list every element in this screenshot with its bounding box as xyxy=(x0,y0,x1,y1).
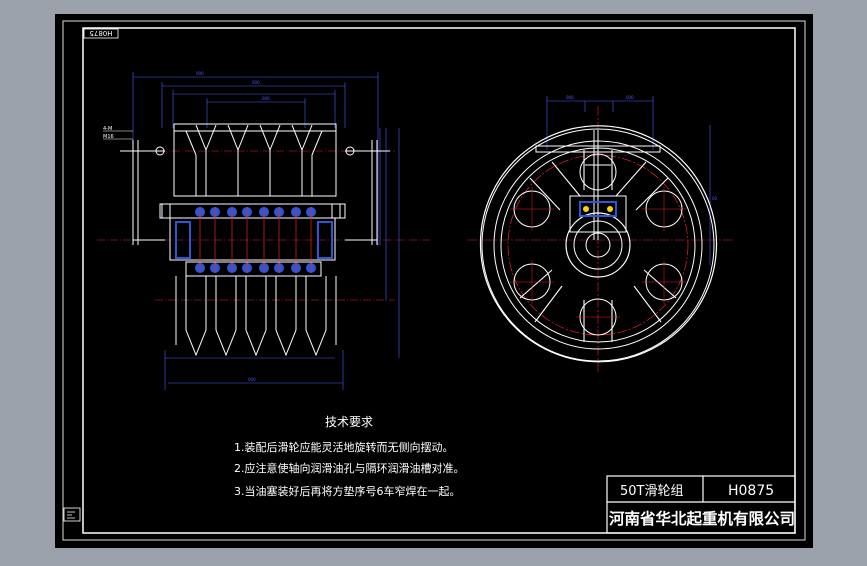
svg-text:000: 000 xyxy=(626,95,634,100)
title-block-code: H0875 xyxy=(728,483,774,499)
tech-req-line-3: 3.当油塞装好后再将方垫序号6车窄焊在一起。 xyxy=(234,484,461,498)
svg-text:000: 000 xyxy=(566,95,574,100)
ucs-mark xyxy=(63,507,81,522)
title-block-name: 50T滑轮组 xyxy=(620,484,683,499)
axle-assembly xyxy=(159,203,346,261)
code-stamp-text: H0875 xyxy=(89,29,112,37)
svg-text:000: 000 xyxy=(196,71,204,76)
annotation-text-2: M16 xyxy=(103,134,114,140)
code-stamp: H0875 xyxy=(83,28,119,39)
side-left-annotation: 4-M M16 xyxy=(103,126,133,140)
svg-text:000: 000 xyxy=(262,96,270,101)
crosshead-bracket xyxy=(535,130,661,240)
tech-requirements: 技术要求 1.装配后滑轮应能灵活地旋转而无侧向摆动。 2.应注意使轴向润滑油孔与… xyxy=(234,415,465,498)
annotation-text-1: 4-M xyxy=(103,126,112,132)
tech-req-title: 技术要求 xyxy=(325,415,373,429)
side-tie-rods xyxy=(120,140,390,245)
lower-sheaves xyxy=(175,276,337,357)
upper-sheaves xyxy=(185,124,323,196)
tech-req-line-2: 2.应注意使轴向润滑油孔与隔环润滑油槽对准。 xyxy=(234,461,465,475)
svg-text:000: 000 xyxy=(252,80,260,85)
svg-text:000: 000 xyxy=(248,377,256,382)
tech-req-line-1: 1.装配后滑轮应能灵活地旋转而无侧向摆动。 xyxy=(234,440,454,454)
upper-guard xyxy=(173,123,337,197)
sheet-background xyxy=(55,14,813,548)
outer-guard xyxy=(479,125,718,363)
side-view: 000 000 000 000 xyxy=(97,71,430,390)
title-block-company: 河南省华北起重机有限公司 xyxy=(609,509,795,528)
svg-text:00: 00 xyxy=(712,196,718,201)
inner-border xyxy=(82,27,796,534)
outer-border xyxy=(62,20,806,541)
title-block: 50T滑轮组 H0875 河南省华北起重机有限公司 xyxy=(606,475,796,534)
